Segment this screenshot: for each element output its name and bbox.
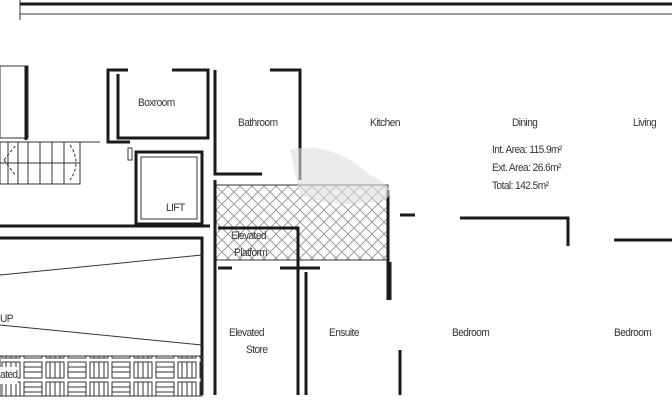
boxroom-walls (106, 68, 210, 144)
outer-wall (19, 0, 672, 20)
label-bedroom-2: Bedroom (614, 327, 652, 339)
label-elevated-store-1: Elevated (229, 327, 265, 339)
bathroom-walls (213, 68, 302, 180)
lower-left-room (0, 236, 204, 397)
label-cut-room: ated (0, 367, 18, 384)
label-bedroom-1: Bedroom (452, 327, 490, 339)
label-lift: LIFT (166, 202, 185, 214)
label-elevated-platform-1: Elevated (231, 230, 267, 242)
bedroom-walls (460, 216, 672, 246)
platform-walls (213, 180, 415, 395)
label-kitchen: Kitchen (370, 117, 400, 129)
lift (127, 147, 204, 226)
label-living: Living (633, 117, 657, 129)
label-boxroom: Boxroom (138, 97, 175, 109)
stair-area (0, 65, 100, 185)
label-elevated-platform-2: Platform (234, 247, 268, 259)
area-external: Ext. Area: 26.6m² (492, 162, 561, 174)
label-ensuite: Ensuite (329, 327, 359, 339)
area-internal: Int. Area: 115.9m² (492, 144, 562, 156)
label-stairs-up: UP (0, 313, 14, 325)
area-total: Total: 142.5m² (492, 180, 549, 192)
label-dining: Dining (512, 117, 538, 129)
label-bathroom: Bathroom (238, 117, 278, 129)
label-elevated-store-2: Store (246, 344, 268, 356)
watermark-blur (290, 147, 390, 204)
